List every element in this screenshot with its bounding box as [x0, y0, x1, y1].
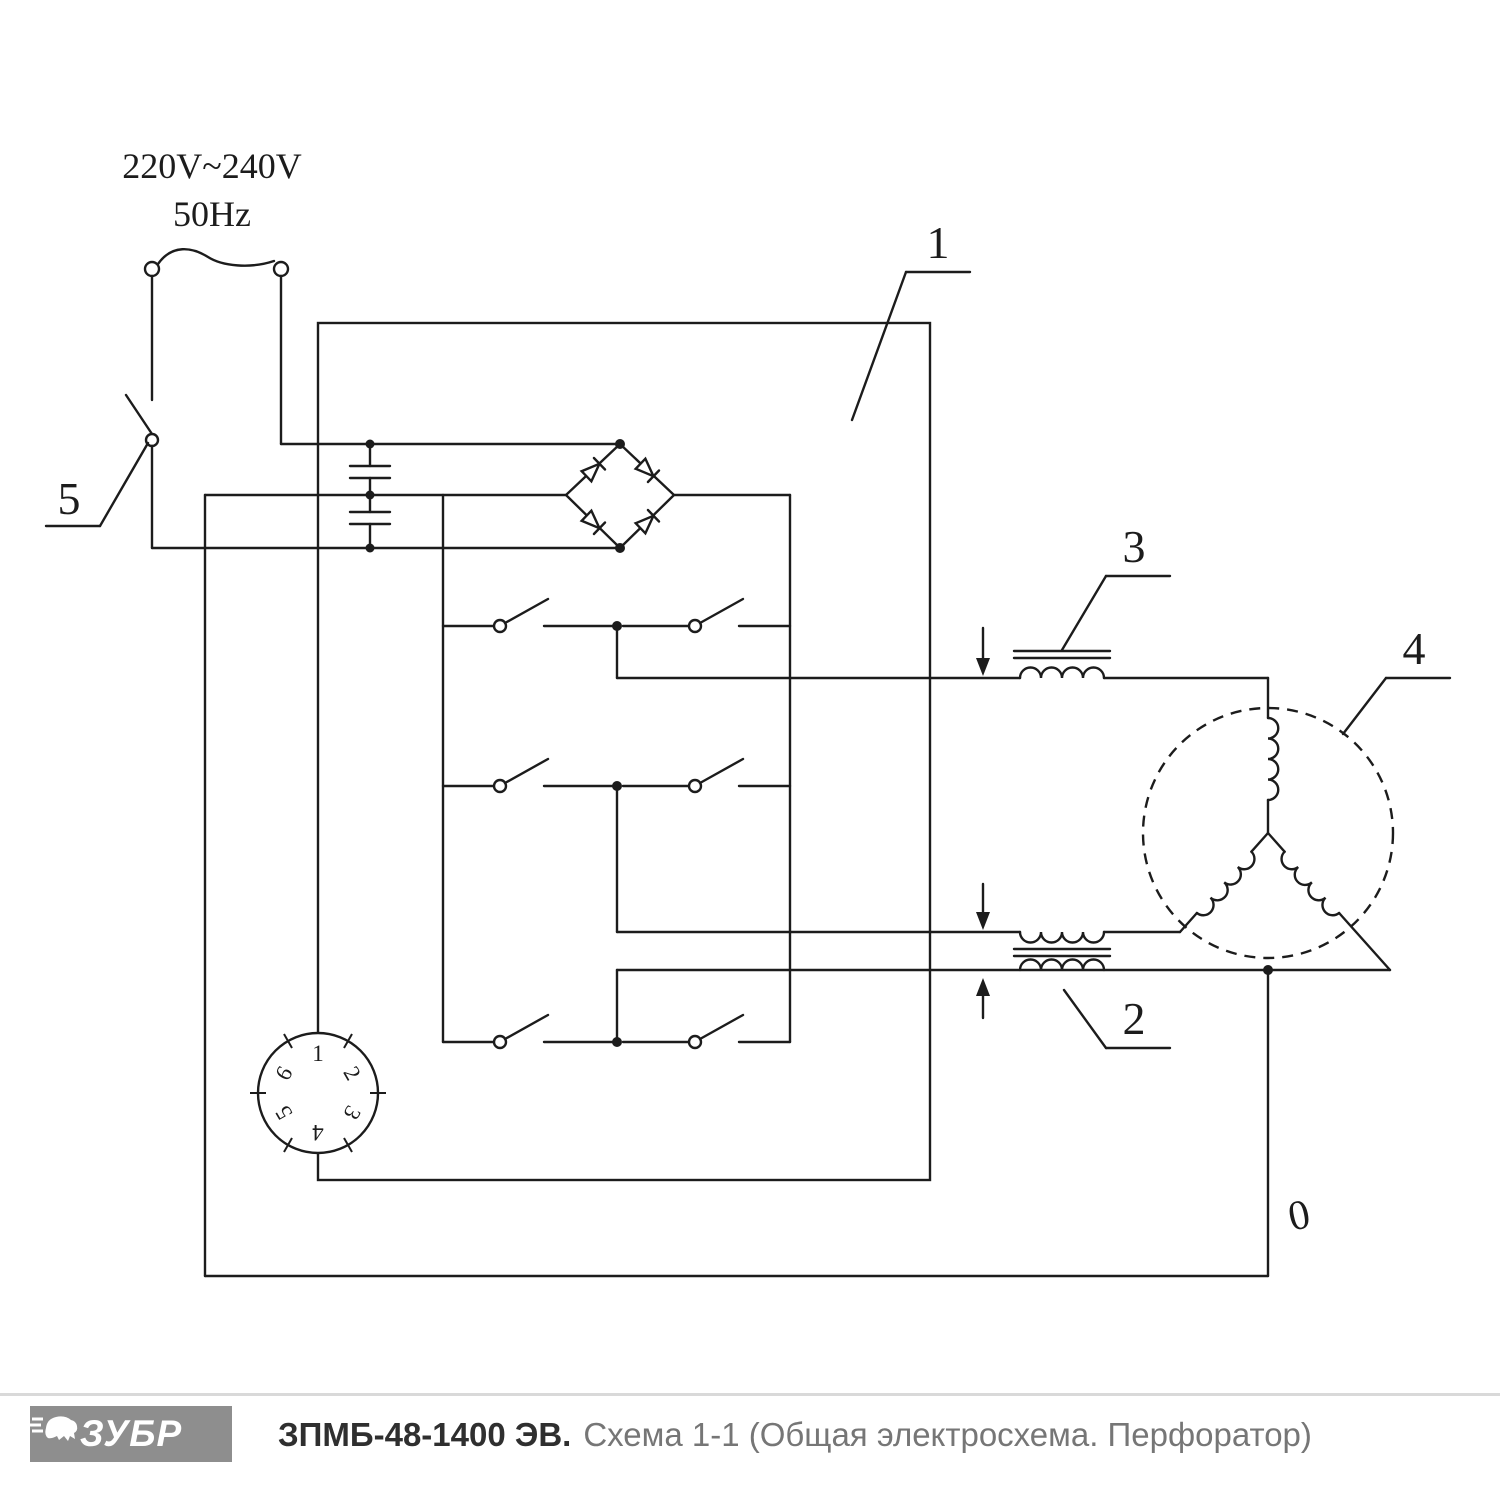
diode-icon: [579, 456, 607, 484]
motor-winding: 4: [1102, 623, 1452, 975]
diode-icon: [633, 456, 661, 484]
tap-arrow-down-icon: [976, 882, 990, 930]
diode-icon: [633, 508, 661, 536]
power-input: 220V~240V 50Hz: [122, 146, 622, 446]
switch-row-2: [441, 757, 792, 794]
callout-power-switch: 5: [58, 473, 81, 524]
model-name: ЗПМБ-48-1400 ЭВ.: [278, 1416, 572, 1453]
tap-arrow-up-icon: [976, 978, 990, 1020]
callout-motor: 4: [1403, 623, 1426, 674]
cord-squiggle: [156, 248, 276, 267]
diode-bridge: [564, 439, 676, 553]
connector-plug: 1 2 3 4 5 6: [250, 1031, 386, 1155]
motor-boundary: [1141, 706, 1395, 960]
terminal-left: [143, 260, 161, 278]
voltage-label: 220V~240V: [122, 146, 301, 186]
diode-icon: [579, 508, 607, 536]
main-unit-box: 1: [316, 217, 972, 1182]
switch-matrix: [441, 493, 1392, 1050]
footer-title: ЗПМБ-48-1400 ЭВ. Схема 1-1 (Общая электр…: [278, 1402, 1312, 1468]
brand-name: ЗУБР: [79, 1413, 183, 1454]
switch-blade: [124, 393, 154, 436]
switch-row-1: [441, 597, 792, 634]
connector-pin-label: 4: [312, 1120, 324, 1145]
brand-logo: ЗУБР: [30, 1406, 232, 1462]
neutral-return-wire: 0: [203, 493, 1314, 1278]
power-switch: 5: [44, 393, 622, 550]
callout-main-unit: 1: [927, 217, 950, 268]
bison-icon: [30, 1416, 78, 1441]
schema-subtitle: Схема 1-1 (Общая электросхема. Перфорато…: [583, 1416, 1312, 1453]
enclosure-outline: [316, 321, 932, 1182]
footer-separator: [0, 1393, 1500, 1396]
footer: ЗУБР ЗПМБ-48-1400 ЭВ. Схема 1-1 (Общая э…: [0, 1402, 1500, 1468]
callout-main-coil: 3: [1123, 521, 1146, 572]
frequency-label: 50Hz: [173, 194, 251, 234]
inductor-2: 2: [976, 882, 1172, 1050]
callout-speed-coil: 2: [1123, 993, 1146, 1044]
terminal-right: [272, 260, 290, 278]
neutral-mark: 0: [1284, 1191, 1314, 1240]
connector-pin-label: 1: [312, 1041, 324, 1066]
inductor-3: 3: [976, 521, 1270, 720]
tap-arrow-down-icon: [976, 626, 990, 676]
